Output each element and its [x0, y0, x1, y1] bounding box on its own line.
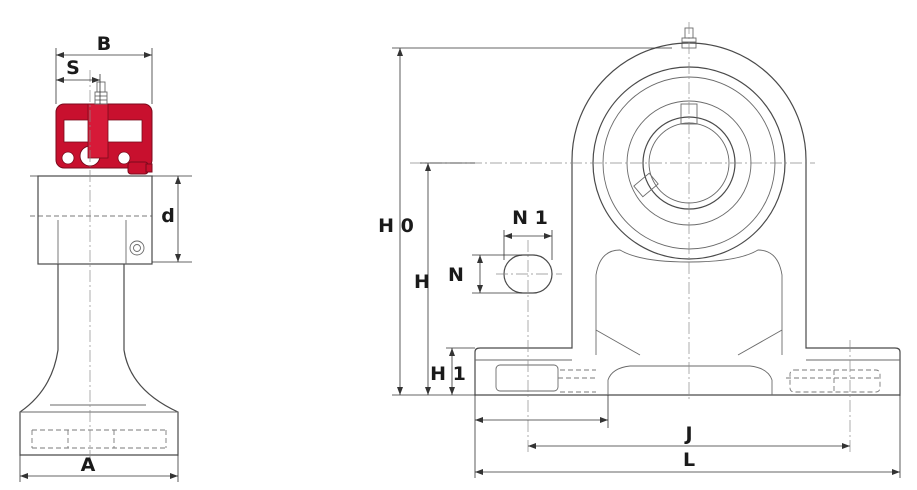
- housing-side: [19, 175, 179, 456]
- dimension-s: [56, 74, 101, 104]
- label-d: d: [161, 205, 175, 227]
- side-view: B S d A: [19, 33, 192, 482]
- label-h: H: [414, 271, 430, 293]
- dimension-h1: [446, 347, 475, 395]
- set-screw-side: [633, 172, 659, 198]
- label-s: S: [66, 57, 80, 79]
- grease-fitting-side: [94, 81, 108, 105]
- label-a: A: [81, 454, 96, 476]
- bearing-insert: [55, 103, 153, 175]
- dimension-j: [528, 443, 850, 449]
- label-b: B: [97, 33, 111, 55]
- slotted-hole-detail: [496, 254, 562, 294]
- label-n1: N 1: [512, 207, 548, 229]
- dimension-n: [472, 254, 522, 294]
- housing-front: [474, 42, 901, 396]
- base-extension-dimension: [475, 395, 609, 428]
- front-view: [410, 22, 901, 455]
- dimension-h0: [392, 47, 672, 396]
- dimension-l: [474, 395, 901, 478]
- label-n: N: [448, 264, 464, 286]
- label-l: L: [683, 449, 695, 471]
- label-j: J: [683, 423, 692, 445]
- dimension-a: [19, 455, 179, 482]
- label-h0: H 0: [378, 215, 414, 237]
- dimension-b: [55, 48, 153, 104]
- dimension-d: [152, 175, 192, 263]
- bolt-slot: [495, 364, 559, 392]
- label-h1: H 1: [430, 363, 466, 385]
- dimension-h: [420, 162, 475, 395]
